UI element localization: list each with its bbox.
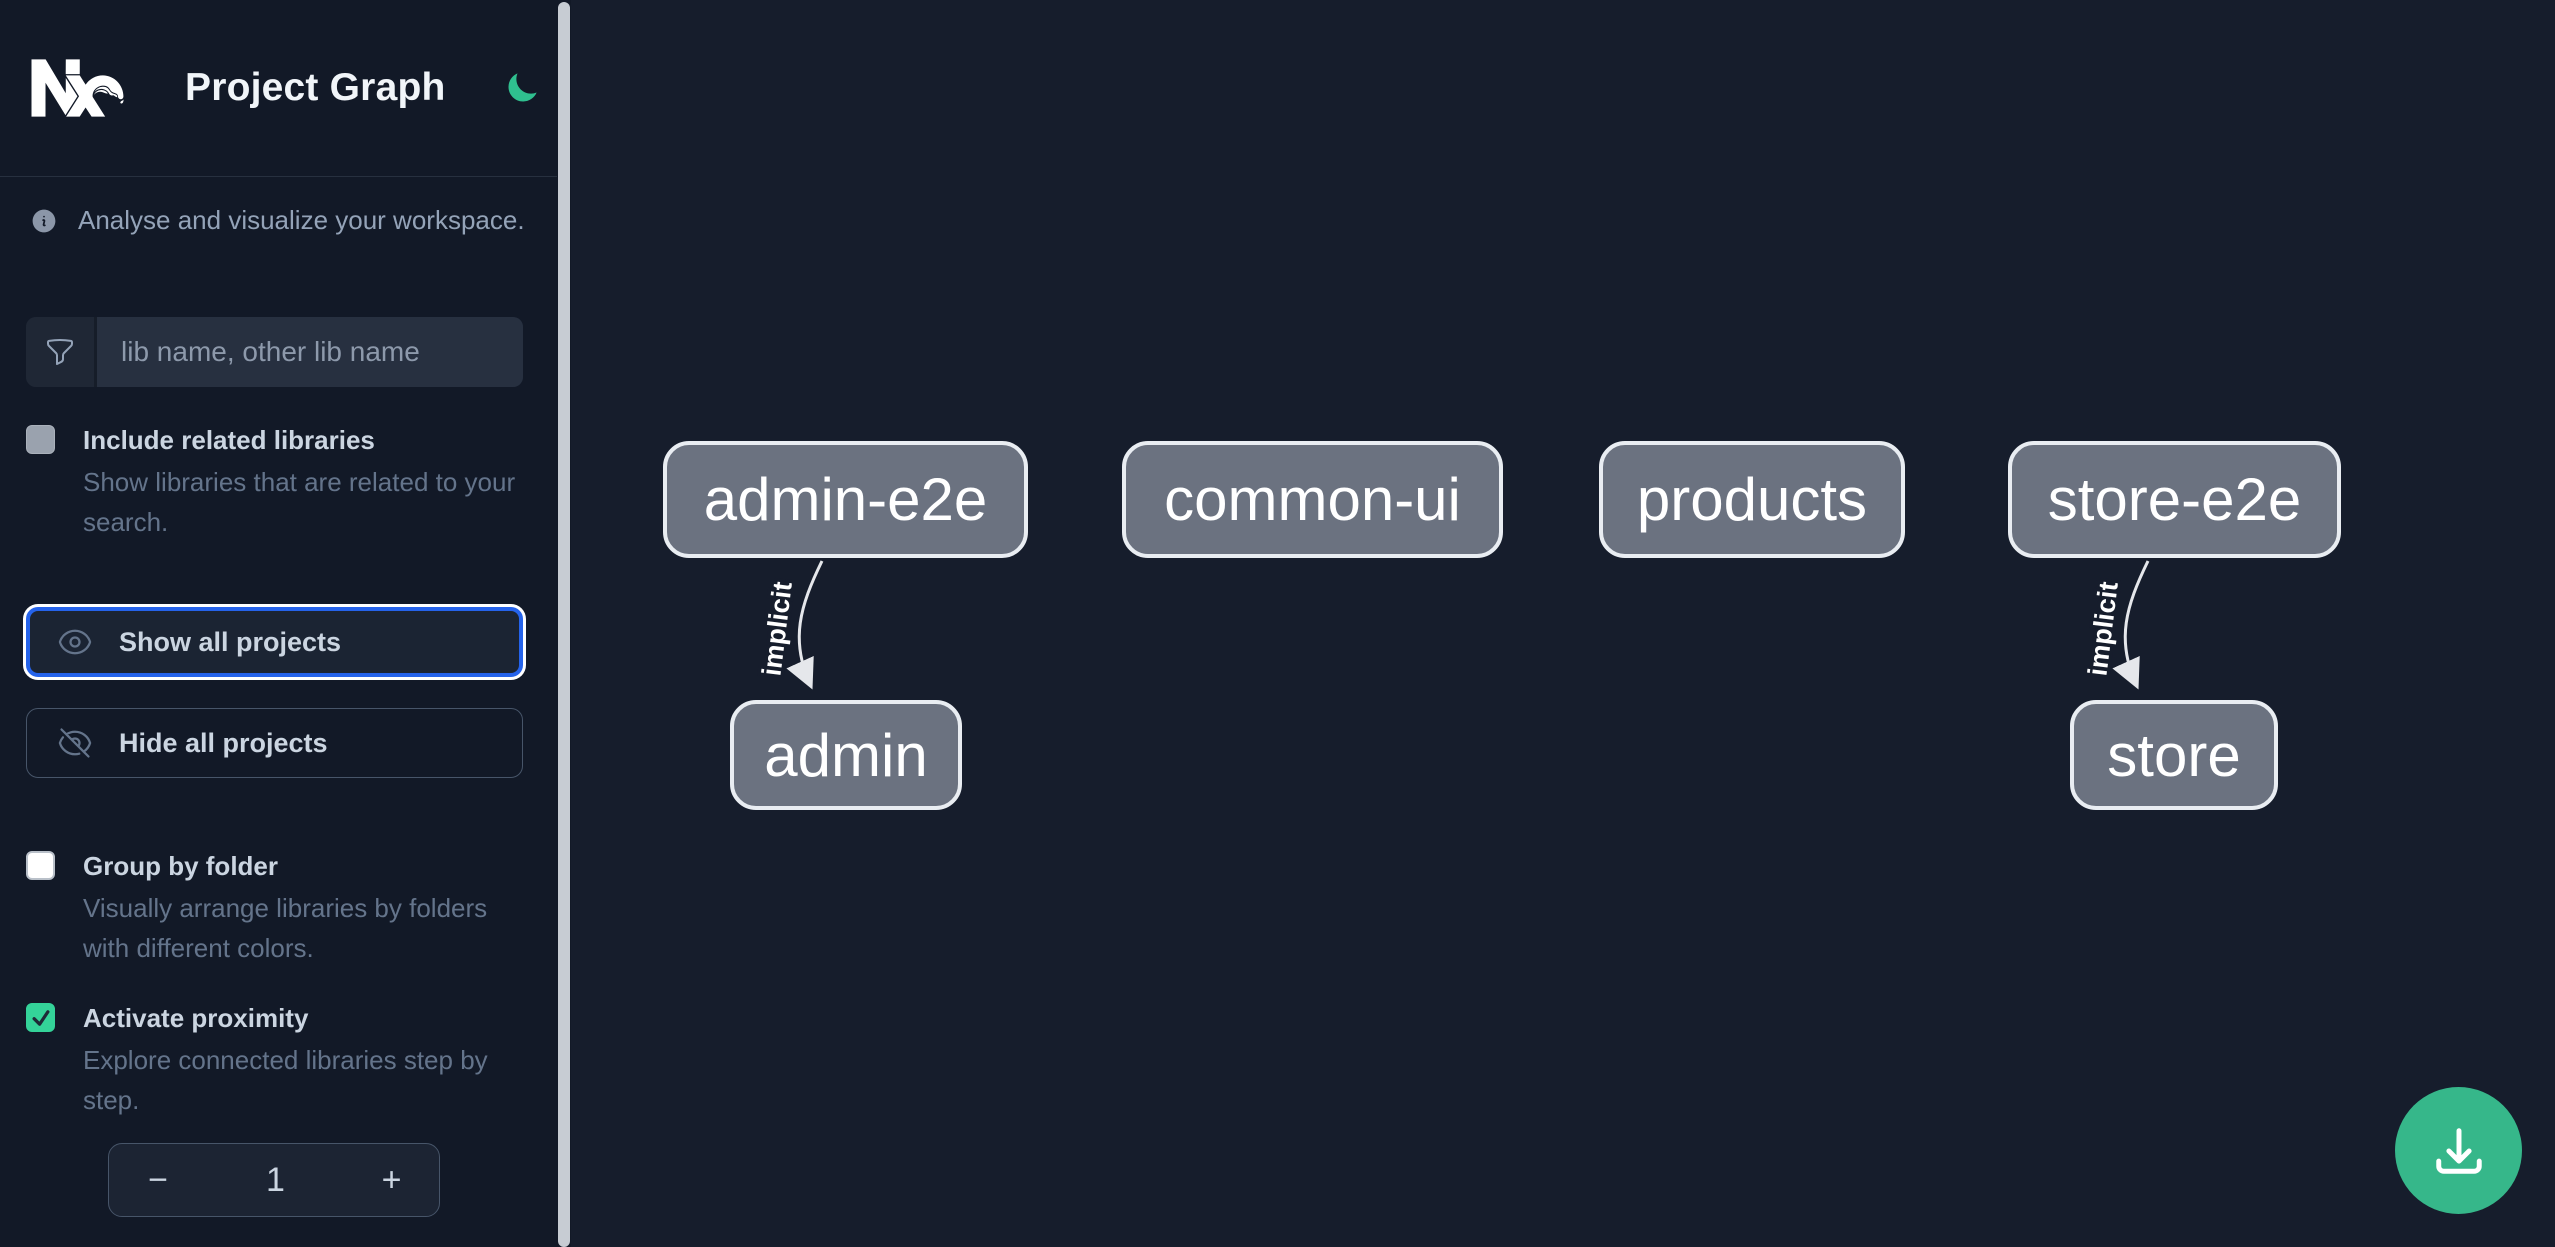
edge-label-store-e2e-store: implicit <box>2082 580 2123 677</box>
sidebar-header: Project Graph <box>0 0 557 177</box>
info-icon <box>32 209 56 232</box>
activate-proximity-checkbox[interactable] <box>26 1003 55 1032</box>
group-by-folder-label[interactable]: Group by folder <box>83 851 278 881</box>
filter-icon-cell <box>26 317 97 387</box>
proximity-decrement-button[interactable]: − <box>109 1144 207 1216</box>
include-related-label[interactable]: Include related libraries <box>83 425 375 455</box>
hide-all-projects-button[interactable]: Hide all projects <box>26 708 523 778</box>
group-by-folder-description: Visually arrange libraries by folders wi… <box>83 893 488 963</box>
graph-node-store[interactable]: store <box>2070 700 2278 810</box>
sidebar: Project Graph Analyse and visualize your… <box>0 0 557 1247</box>
proximity-stepper: − 1 + <box>108 1143 440 1217</box>
search-box <box>26 317 523 387</box>
moon-icon <box>508 73 537 102</box>
check-icon <box>32 1009 49 1026</box>
graph-node-store-e2e[interactable]: store-e2e <box>2008 441 2341 558</box>
workspace-tagline: Analyse and visualize your workspace. <box>78 205 525 235</box>
filter-funnel-icon <box>47 338 73 365</box>
show-all-projects-button[interactable]: Show all projects <box>26 607 523 677</box>
nx-logo-icon <box>31 59 124 117</box>
activate-proximity-description: Explore connected libraries step by step… <box>83 1045 488 1115</box>
activate-proximity-row: Activate proximity Explore connected lib… <box>26 998 515 1120</box>
graph-node-products[interactable]: products <box>1599 441 1905 558</box>
activate-proximity-label[interactable]: Activate proximity <box>83 1003 309 1033</box>
show-all-projects-label: Show all projects <box>119 626 342 657</box>
group-by-folder-checkbox[interactable] <box>26 851 55 880</box>
include-related-row: Include related libraries Show libraries… <box>26 420 531 542</box>
sidebar-scrollbar-thumb[interactable] <box>558 2 570 1247</box>
sidebar-scrollbar-track <box>557 0 571 1247</box>
eye-icon <box>58 629 92 655</box>
proximity-increment-button[interactable]: + <box>344 1144 439 1216</box>
theme-toggle-button[interactable] <box>504 70 540 106</box>
graph-node-common-ui[interactable]: common-ui <box>1122 441 1503 558</box>
graph-edge-admin-e2e-admin <box>786 560 824 690</box>
workspace-tagline-row: Analyse and visualize your workspace. <box>0 177 557 236</box>
graph-node-admin-e2e[interactable]: admin-e2e <box>663 441 1028 558</box>
download-graph-button[interactable] <box>2395 1087 2522 1214</box>
graph-node-admin[interactable]: admin <box>730 700 962 810</box>
graph-edge-store-e2e-store <box>2112 560 2150 690</box>
hide-all-projects-label: Hide all projects <box>119 727 328 758</box>
edge-label-admin-e2e-admin: implicit <box>756 580 797 677</box>
proximity-value: 1 <box>266 1160 285 1199</box>
eye-slash-icon <box>58 728 92 758</box>
group-by-folder-row: Group by folder Visually arrange librari… <box>26 846 531 968</box>
include-related-checkbox[interactable] <box>26 425 55 454</box>
include-related-description: Show libraries that are related to your … <box>83 467 516 537</box>
download-icon <box>2435 1127 2482 1174</box>
search-input[interactable] <box>97 317 523 387</box>
page-title: Project Graph <box>185 66 446 109</box>
